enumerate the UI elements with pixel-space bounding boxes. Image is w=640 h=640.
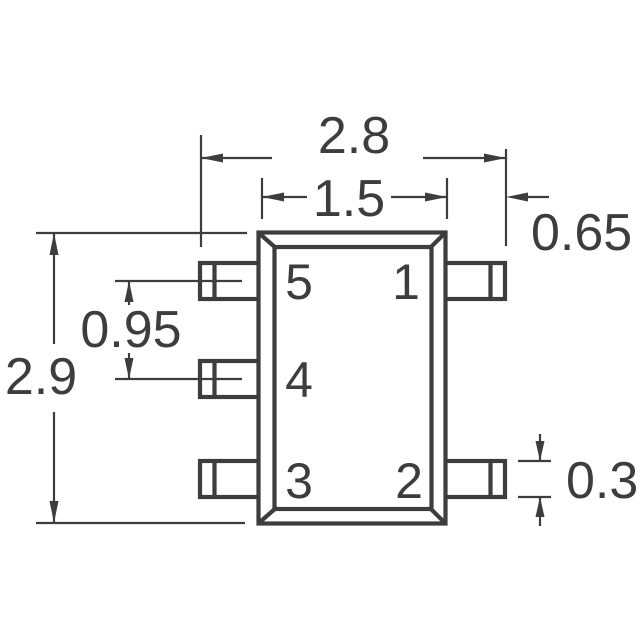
pin-1-lead: [440, 260, 508, 302]
pin-5-label: 5: [285, 254, 313, 310]
arrowhead-down: [535, 441, 545, 461]
arrowhead-down: [124, 358, 134, 379]
arrowhead-up: [124, 281, 134, 302]
lead-length-value: 0.65: [531, 204, 632, 262]
arrowhead-right: [425, 192, 447, 202]
pin-2-label: 2: [395, 453, 423, 509]
pin-1-label: 1: [392, 254, 420, 310]
body-bevel-top-right: [427, 232, 446, 251]
body-bevel-top-left: [258, 232, 279, 251]
arrowhead-left: [262, 192, 284, 202]
body-inner-outline: [272, 244, 434, 512]
dimension-lead-span: 2.8: [199, 107, 508, 247]
body-bevel-bottom-left: [258, 505, 279, 524]
dimension-lead-length: 0.65: [506, 192, 632, 262]
body-bevel-bottom-right: [427, 505, 446, 524]
body-width-value: 1.5: [313, 170, 385, 228]
lead-pitch-value: 0.95: [80, 301, 181, 359]
body-length-value: 2.9: [5, 348, 77, 406]
pin-2-lead: [440, 458, 508, 500]
pin-number-labels: 1 2 3 4 5: [285, 254, 423, 509]
dimension-lead-width: 0.3: [518, 434, 638, 526]
pin-4-label: 4: [285, 352, 313, 408]
arrowhead-down: [49, 501, 59, 523]
body-outer-outline: [256, 230, 448, 526]
arrowhead-right: [484, 153, 506, 163]
package-body: [256, 230, 448, 526]
dimension-body-width: 1.5: [260, 170, 449, 228]
arrowhead-up: [535, 497, 545, 517]
dimension-lead-pitch: 0.95: [80, 279, 242, 381]
arrowhead-up: [49, 233, 59, 255]
dimension-body-length: 2.9: [5, 231, 247, 525]
arrowhead-left-pointing: [506, 192, 528, 202]
arrowhead-left: [201, 153, 223, 163]
pin-3-lead: [197, 458, 265, 500]
pin-3-label: 3: [285, 453, 313, 509]
lead-span-value: 2.8: [318, 107, 390, 165]
lead-width-value: 0.3: [566, 452, 638, 510]
